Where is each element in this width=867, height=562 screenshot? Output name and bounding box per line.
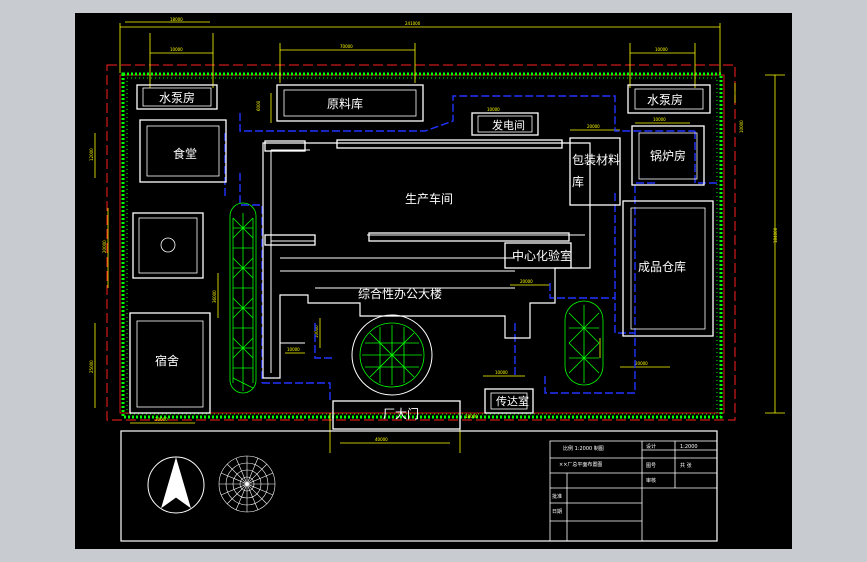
dormitory-block bbox=[129, 312, 211, 414]
guard-room bbox=[484, 388, 534, 414]
building-labels: 水泵房 原料库 发电间 水泵房 食堂 锅炉房 包装材料 库 生产车间 中心化验室… bbox=[155, 90, 686, 421]
label-dormitory: 宿舍 bbox=[155, 353, 179, 368]
tb-drawing-name: ××厂总平面布置图 bbox=[559, 461, 602, 468]
site-boundary bbox=[106, 64, 736, 421]
dimension-text: 18000 241000 10000 10000 70000 10000 200… bbox=[89, 17, 778, 442]
label-canteen: 食堂 bbox=[173, 146, 197, 161]
road-lines bbox=[224, 95, 720, 401]
svg-text:10000: 10000 bbox=[170, 47, 183, 52]
north-arrow-icon bbox=[147, 456, 205, 514]
svg-text:20000: 20000 bbox=[102, 240, 107, 253]
generator-room bbox=[471, 112, 539, 136]
svg-text:25000: 25000 bbox=[89, 360, 94, 373]
label-generator-room: 发电间 bbox=[492, 118, 525, 132]
raw-material-store bbox=[276, 84, 424, 122]
site-boundary-inner bbox=[119, 74, 725, 414]
label-packaging-a: 包装材料 bbox=[572, 153, 620, 167]
label-central-lab: 中心化验室 bbox=[512, 248, 572, 263]
svg-text:20000: 20000 bbox=[587, 124, 600, 129]
water-tower-block bbox=[132, 212, 204, 279]
tb-cell-date: 日期 bbox=[552, 509, 562, 515]
svg-text:70000: 70000 bbox=[340, 44, 353, 49]
svg-text:10000: 10000 bbox=[739, 120, 744, 133]
tb-cell-scale: 1:2000 bbox=[680, 444, 698, 450]
svg-text:10000: 10000 bbox=[655, 47, 668, 52]
label-finished-goods-store: 成品仓库 bbox=[638, 259, 686, 274]
svg-text:20000: 20000 bbox=[520, 279, 533, 284]
svg-text:36000: 36000 bbox=[212, 290, 217, 303]
svg-text:12000: 12000 bbox=[89, 148, 94, 161]
tb-cell-approve: 批准 bbox=[552, 493, 562, 500]
tb-cell-sheet: 共 张 bbox=[680, 462, 692, 469]
label-packaging-b: 库 bbox=[572, 174, 584, 189]
drawing-frame bbox=[120, 430, 718, 542]
svg-text:18000: 18000 bbox=[465, 414, 478, 419]
tb-cell-design: 设计 bbox=[646, 443, 656, 450]
main-gate-box bbox=[332, 400, 461, 430]
dimension-lines bbox=[94, 21, 785, 453]
label-raw-material-store: 原料库 bbox=[327, 96, 363, 111]
svg-text:20000: 20000 bbox=[155, 417, 168, 422]
pump-room-right bbox=[627, 84, 711, 114]
svg-text:10000: 10000 bbox=[314, 325, 319, 338]
svg-text:40000: 40000 bbox=[375, 437, 388, 442]
title-block bbox=[549, 440, 718, 542]
boiler-room bbox=[631, 125, 705, 186]
label-guard-room: 传达室 bbox=[496, 394, 529, 408]
svg-text:10000: 10000 bbox=[487, 107, 500, 112]
tb-cell-drawing-no: 图号 bbox=[646, 463, 656, 469]
packaging-store bbox=[569, 137, 621, 206]
pump-room-left bbox=[136, 84, 218, 110]
canteen bbox=[139, 119, 227, 183]
green-belt-boundary bbox=[121, 72, 723, 419]
title-block-text: 比例 1:2000 制图 ××厂总平面布置图 设计 1:2000 图号 审核 共… bbox=[552, 443, 698, 515]
tb-scale-line: 比例 1:2000 制图 bbox=[563, 445, 604, 452]
label-office-building: 综合性办公大楼 bbox=[358, 286, 442, 301]
label-main-gate: 厂大门 bbox=[383, 406, 419, 421]
buildings bbox=[129, 84, 714, 430]
svg-text:241000: 241000 bbox=[405, 21, 421, 26]
svg-text:18000: 18000 bbox=[170, 17, 183, 22]
central-lab bbox=[504, 242, 572, 269]
finished-goods-store bbox=[622, 200, 714, 337]
label-pump-room-right: 水泵房 bbox=[647, 92, 683, 107]
svg-text:10000: 10000 bbox=[653, 117, 666, 122]
site-plan: 18000 241000 10000 10000 70000 10000 200… bbox=[89, 17, 785, 542]
cad-drawing-canvas: 18000 241000 10000 10000 70000 10000 200… bbox=[75, 13, 792, 549]
green-areas bbox=[229, 202, 604, 396]
wind-rose-icon bbox=[218, 455, 276, 513]
label-boiler-room: 锅炉房 bbox=[650, 148, 686, 163]
svg-text:10000: 10000 bbox=[495, 370, 508, 375]
label-production-workshop: 生产车间 bbox=[405, 191, 453, 206]
tb-cell-check: 审核 bbox=[646, 477, 656, 484]
label-pump-room-left: 水泵房 bbox=[159, 90, 195, 105]
svg-text:6000: 6000 bbox=[256, 100, 261, 111]
svg-text:184000: 184000 bbox=[773, 227, 778, 243]
svg-text:20000: 20000 bbox=[635, 361, 648, 366]
svg-text:10000: 10000 bbox=[287, 347, 300, 352]
